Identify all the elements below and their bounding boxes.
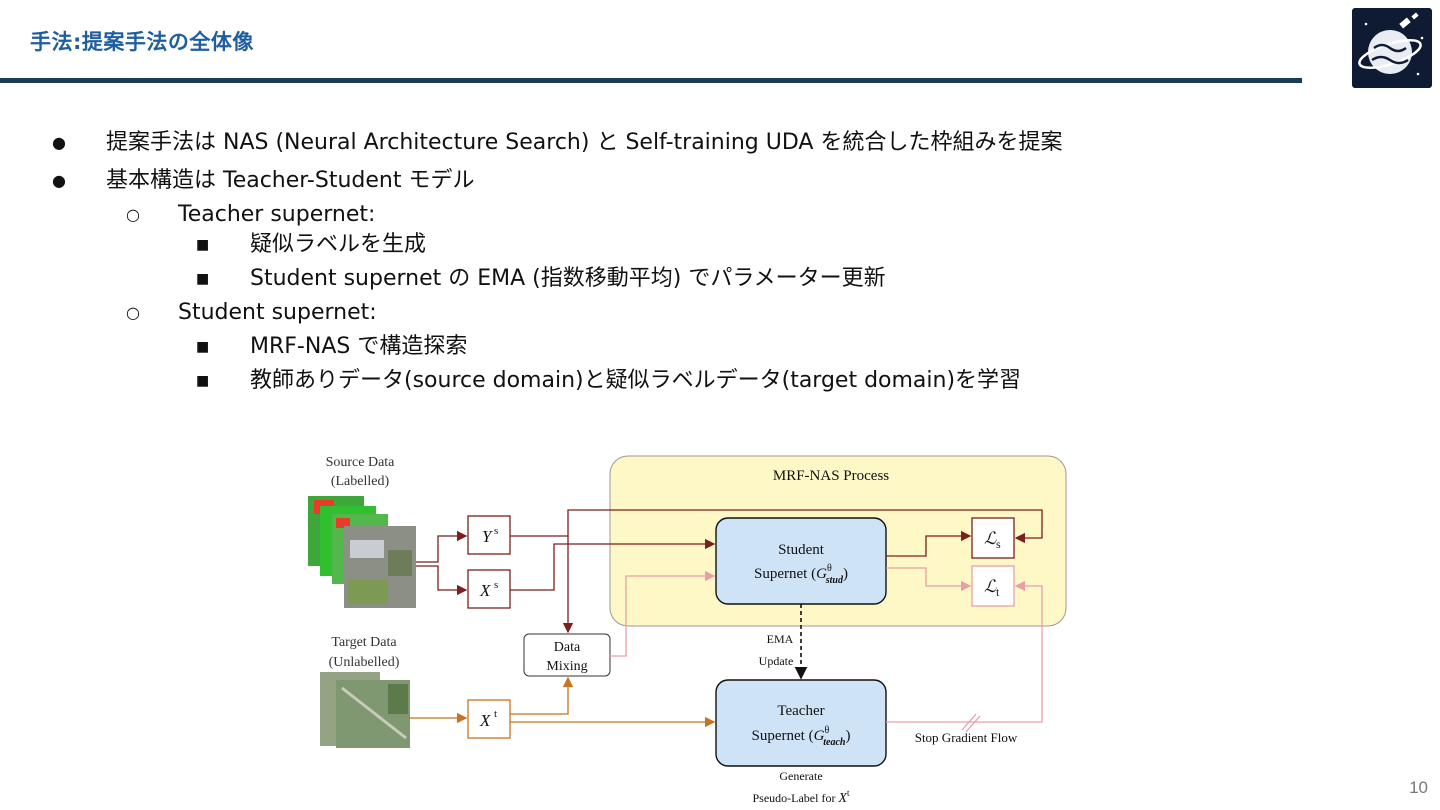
bullet-marker: ○ (126, 303, 140, 322)
ema-label: EMA (767, 632, 794, 646)
loss-t-label: ℒ (984, 577, 997, 596)
bullet-marker: ■ (196, 271, 210, 287)
bullet-text: 基本構造は Teacher-Student モデル (106, 168, 475, 193)
xs-sup: s (494, 579, 498, 591)
bullet-marker: ○ (126, 205, 140, 224)
target-data-label: Target Data (331, 635, 397, 650)
architecture-diagram: MRF-NAS Process Source Data (Labelled) T… (308, 455, 1067, 806)
bullet-marker: ● (52, 133, 66, 152)
loss-s-box (971, 517, 1015, 559)
process-title: MRF-NAS Process (773, 468, 889, 484)
stop-gradient-label: Stop Gradient Flow (915, 730, 1018, 745)
loss-s-label: ℒ (984, 529, 997, 548)
bullet-marker: ■ (196, 373, 210, 389)
ys-box (467, 515, 511, 555)
pseudo-label-caption: Pseudo-Label for Xt (752, 788, 850, 806)
ema-update-label: Update (759, 654, 794, 668)
target-image-stack (320, 672, 410, 748)
data-mixing-label-1: Data (554, 640, 581, 655)
bullet-text: 疑似ラベルを生成 (250, 232, 427, 257)
teacher-supernet-box (715, 679, 887, 767)
bullet-text: 提案手法は NAS (Neural Architecture Search) と… (106, 130, 1063, 155)
bullet-marker: ■ (196, 339, 210, 355)
xt-box (467, 699, 511, 739)
ys-sup: s (494, 525, 498, 537)
loss-s-sub: s (996, 537, 1001, 551)
bullet-text: Student supernet の EMA (指数移動平均) でパラメーター更… (250, 266, 886, 291)
bullet-marker: ■ (196, 237, 210, 253)
ys-label: Y (482, 527, 493, 546)
loss-t-sub: t (996, 585, 1000, 599)
xt-sup: t (494, 708, 497, 720)
xs-label: X (479, 581, 491, 600)
data-mixing-label-2: Mixing (546, 659, 587, 674)
source-data-sublabel: (Labelled) (331, 474, 390, 489)
bullet-text: MRF-NAS で構造探索 (250, 334, 468, 359)
generate-label: Generate (779, 769, 822, 783)
bullet-marker: ● (52, 171, 66, 190)
sat-challenge-logo (1352, 8, 1432, 88)
bullet-text: Student supernet: (178, 300, 377, 325)
source-image-stack (308, 496, 416, 608)
slide-title: 手法:提案手法の全体像 (30, 30, 254, 54)
stop-gradient-mark (961, 713, 981, 733)
xt-label: X (479, 711, 491, 730)
loss-t-box (971, 565, 1015, 607)
source-connections (416, 509, 1043, 634)
title-rule (0, 78, 1302, 83)
student-supernet-box (715, 517, 887, 605)
target-connections (408, 676, 716, 728)
source-data-label: Source Data (326, 455, 396, 470)
page-number: 10 (1409, 778, 1428, 797)
bullet-text: 教師ありデータ(source domain)と疑似ラベルデータ(target d… (250, 368, 1022, 393)
bullet-text: Teacher supernet: (178, 202, 376, 227)
student-label: Student (778, 542, 825, 558)
teacher-label: Teacher (777, 703, 824, 719)
data-mixing-box (523, 633, 611, 677)
target-data-sublabel: (Unlabelled) (329, 655, 400, 670)
xs-box (467, 569, 511, 609)
pseudo-connections (610, 567, 1043, 723)
